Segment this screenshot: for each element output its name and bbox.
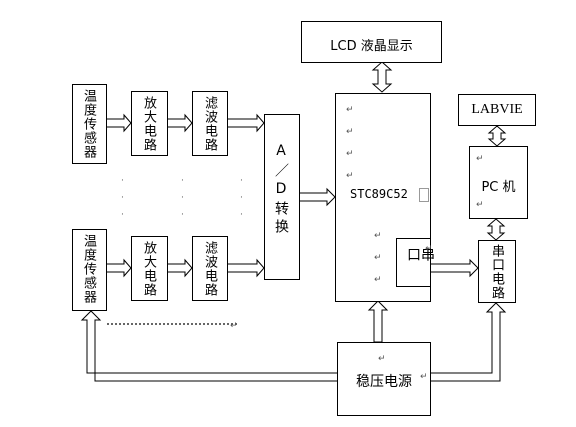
temperature-sensor-1: 温度传感器 — [72, 84, 107, 164]
sensor-1-label: 温度传感器 — [81, 89, 96, 159]
mcu-label-box — [419, 188, 429, 202]
ellipsis-dot: · — [181, 210, 184, 220]
pc-label: PC 机 — [481, 180, 516, 195]
adc-to-mcu-arrow — [300, 187, 336, 207]
bottom-ellipsis — [107, 323, 237, 329]
mcu-label: STC89C52 — [350, 187, 408, 201]
para-mark: ↵ — [346, 105, 354, 115]
para-mark: ↵ — [476, 200, 484, 210]
para-mark: ↵ — [374, 253, 382, 263]
para-mark: ↵ — [378, 354, 386, 364]
lcd-display-label: LCD 液晶显示 — [330, 39, 413, 54]
mcu-serial-port-label: 串口 — [405, 247, 435, 267]
para-mark: ↵ — [374, 275, 382, 285]
ellipsis-dot: · — [121, 193, 124, 203]
ad-converter-label: A／D转换 — [273, 143, 289, 237]
labview-pc-arrow — [487, 125, 507, 147]
pc-box: ↵ PC 机 ↵ — [469, 146, 528, 219]
serial-circuit: 串口电路 — [478, 240, 516, 303]
para-mark: ↵ — [346, 127, 354, 137]
lcd-mcu-arrow — [371, 61, 393, 93]
power-to-sensor-line — [80, 310, 337, 382]
para-mark: ↵ — [425, 244, 433, 254]
para-mark: ↵ — [346, 171, 354, 181]
temperature-sensor-2: 温度传感器 — [72, 229, 107, 311]
ellipsis-para-mark: ↵ — [230, 321, 238, 331]
ellipsis-dot: · — [240, 193, 243, 203]
para-mark: ↵ — [346, 149, 354, 159]
ellipsis-dot: · — [240, 176, 243, 186]
sensor-2-label: 温度传感器 — [81, 234, 96, 304]
power-to-serial-line — [431, 302, 507, 382]
labview-box: LABVIE — [458, 94, 536, 126]
filter-circuit-1: 滤波电路 — [192, 91, 228, 156]
ellipsis-dot: · — [240, 210, 243, 220]
regulated-power-supply: ↵ 稳压电源 ↵ — [337, 342, 431, 416]
serial-circuit-label: 串口电路 — [489, 244, 504, 300]
ad-converter: A／D转换 — [264, 114, 300, 280]
amplifier-2-label: 放大电路 — [141, 241, 156, 297]
mcu-serial-port: 串口 ↵ — [396, 238, 435, 287]
filter-2-label: 滤波电路 — [202, 241, 217, 297]
power-supply-label: 稳压电源 — [356, 374, 412, 390]
amplifier-1-label: 放大电路 — [141, 96, 156, 152]
ellipsis-dot: · — [121, 176, 124, 186]
labview-label: LABVIE — [471, 102, 523, 117]
ellipsis-dot: · — [181, 193, 184, 203]
power-to-mcu-arrow — [367, 300, 389, 343]
ellipsis-dot: · — [181, 176, 184, 186]
para-mark: ↵ — [476, 154, 484, 164]
filter-1-label: 滤波电路 — [202, 96, 217, 152]
serial-to-serial-arrow — [431, 258, 479, 278]
ellipsis-dot: · — [121, 210, 124, 220]
amplifier-circuit-1: 放大电路 — [131, 91, 168, 156]
para-mark: ↵ — [420, 372, 428, 382]
lcd-display: LCD 液晶显示 — [301, 21, 442, 63]
pc-serial-arrow — [486, 218, 506, 241]
para-mark: ↵ — [374, 231, 382, 241]
amplifier-circuit-2: 放大电路 — [131, 236, 168, 301]
filter-circuit-2: 滤波电路 — [192, 236, 228, 301]
